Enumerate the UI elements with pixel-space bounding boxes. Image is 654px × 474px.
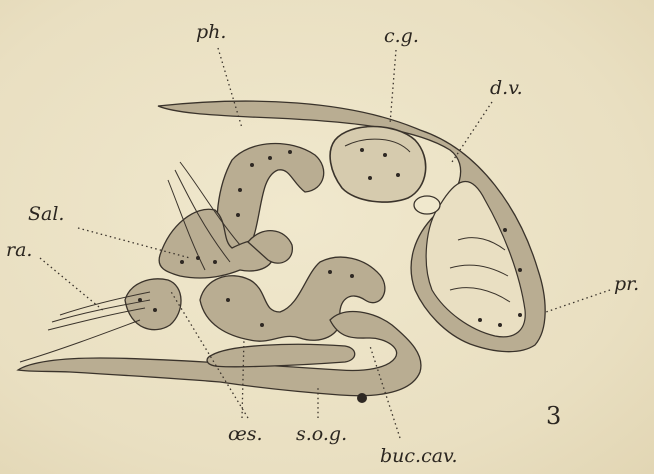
label-ra: ra. [6, 239, 32, 261]
dorsal-vessel [414, 196, 440, 214]
label-oes: œs. [228, 423, 263, 445]
figure-number: 3 [546, 402, 561, 430]
cerebral-ganglion [330, 127, 426, 203]
label-ph: ph. [196, 21, 226, 43]
label-dv: d.v. [490, 77, 523, 99]
label-sog: s.o.g. [296, 423, 347, 445]
label-buc-cav: buc.cav. [380, 445, 458, 467]
label-cg: c.g. [384, 25, 419, 47]
label-sal: Sal. [28, 203, 64, 225]
sub-oesophageal-ganglion [207, 344, 355, 366]
label-pr: pr. [614, 273, 639, 295]
